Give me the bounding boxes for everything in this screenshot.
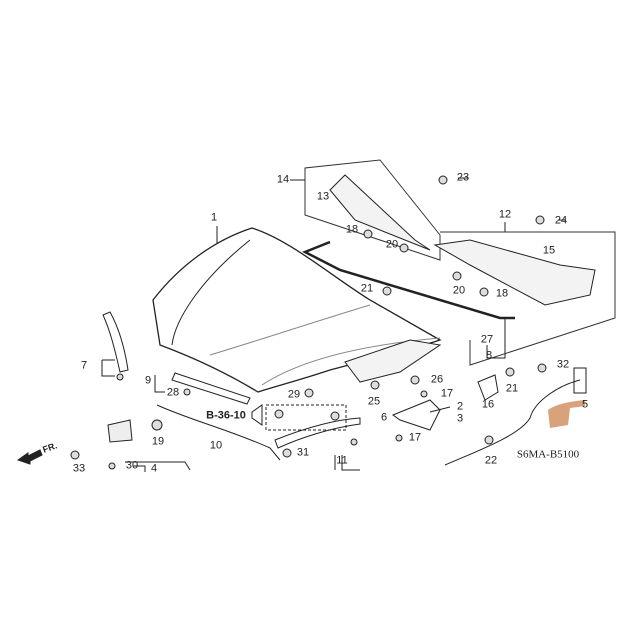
callout-29[interactable]: 29 <box>287 388 301 401</box>
callout-21[interactable]: 21 <box>360 282 374 295</box>
callout-7[interactable]: 7 <box>80 359 88 372</box>
reference-label[interactable]: B-36-10 <box>206 409 246 422</box>
callout-14[interactable]: 14 <box>276 173 290 186</box>
part-9 <box>171 372 251 405</box>
callout-26[interactable]: 26 <box>430 373 444 386</box>
callout-25[interactable]: 25 <box>367 395 381 408</box>
callout-20[interactable]: 20 <box>385 238 399 251</box>
callout-6[interactable]: 6 <box>380 411 388 424</box>
part-11 <box>274 417 361 449</box>
cowl-box-right <box>440 231 616 366</box>
part-2-3 <box>391 399 441 431</box>
part-5-cable <box>444 379 581 466</box>
part-6 <box>344 339 442 383</box>
callout-23[interactable]: 23 <box>456 171 470 184</box>
diagram-code: S6MA-B5100 <box>516 448 580 461</box>
part-4-lock <box>107 419 133 443</box>
callout-12[interactable]: 12 <box>498 208 512 221</box>
callout-16[interactable]: 16 <box>481 398 495 411</box>
callout-10[interactable]: 10 <box>209 439 223 452</box>
callout-31[interactable]: 31 <box>296 446 310 459</box>
part-10 <box>156 404 281 461</box>
callout-27[interactable]: 27 <box>480 333 494 346</box>
callout-19[interactable]: 19 <box>151 435 165 448</box>
callout-32[interactable]: 32 <box>556 358 570 371</box>
callout-3[interactable]: 3 <box>456 412 464 425</box>
callout-22[interactable]: 22 <box>484 454 498 467</box>
callout-18[interactable]: 18 <box>345 223 359 236</box>
pointing-hand-icon <box>548 400 585 428</box>
callout-28[interactable]: 28 <box>166 386 180 399</box>
part-16 <box>477 374 499 401</box>
callout-24[interactable]: 24 <box>554 214 568 227</box>
callout-15[interactable]: 15 <box>542 244 556 257</box>
callout-33[interactable]: 33 <box>72 462 86 475</box>
front-arrow-icon <box>16 449 43 465</box>
reference-box <box>265 404 347 431</box>
part-7 <box>102 311 129 373</box>
callout-1[interactable]: 1 <box>210 211 218 224</box>
callout-20b[interactable]: 20 <box>452 284 466 297</box>
callout-5[interactable]: 5 <box>581 398 589 411</box>
callout-21b[interactable]: 21 <box>505 382 519 395</box>
callout-2[interactable]: 2 <box>456 400 464 413</box>
callout-13[interactable]: 13 <box>316 190 330 203</box>
callout-11[interactable]: 11 <box>336 454 348 467</box>
callout-18b[interactable]: 18 <box>495 287 509 300</box>
callout-30[interactable]: 30 <box>125 459 139 472</box>
callout-4[interactable]: 4 <box>150 462 158 475</box>
callout-9[interactable]: 9 <box>144 374 152 387</box>
callout-17[interactable]: 17 <box>440 387 454 400</box>
callout-8[interactable]: 8 <box>485 349 493 362</box>
callout-17b[interactable]: 17 <box>408 431 422 444</box>
